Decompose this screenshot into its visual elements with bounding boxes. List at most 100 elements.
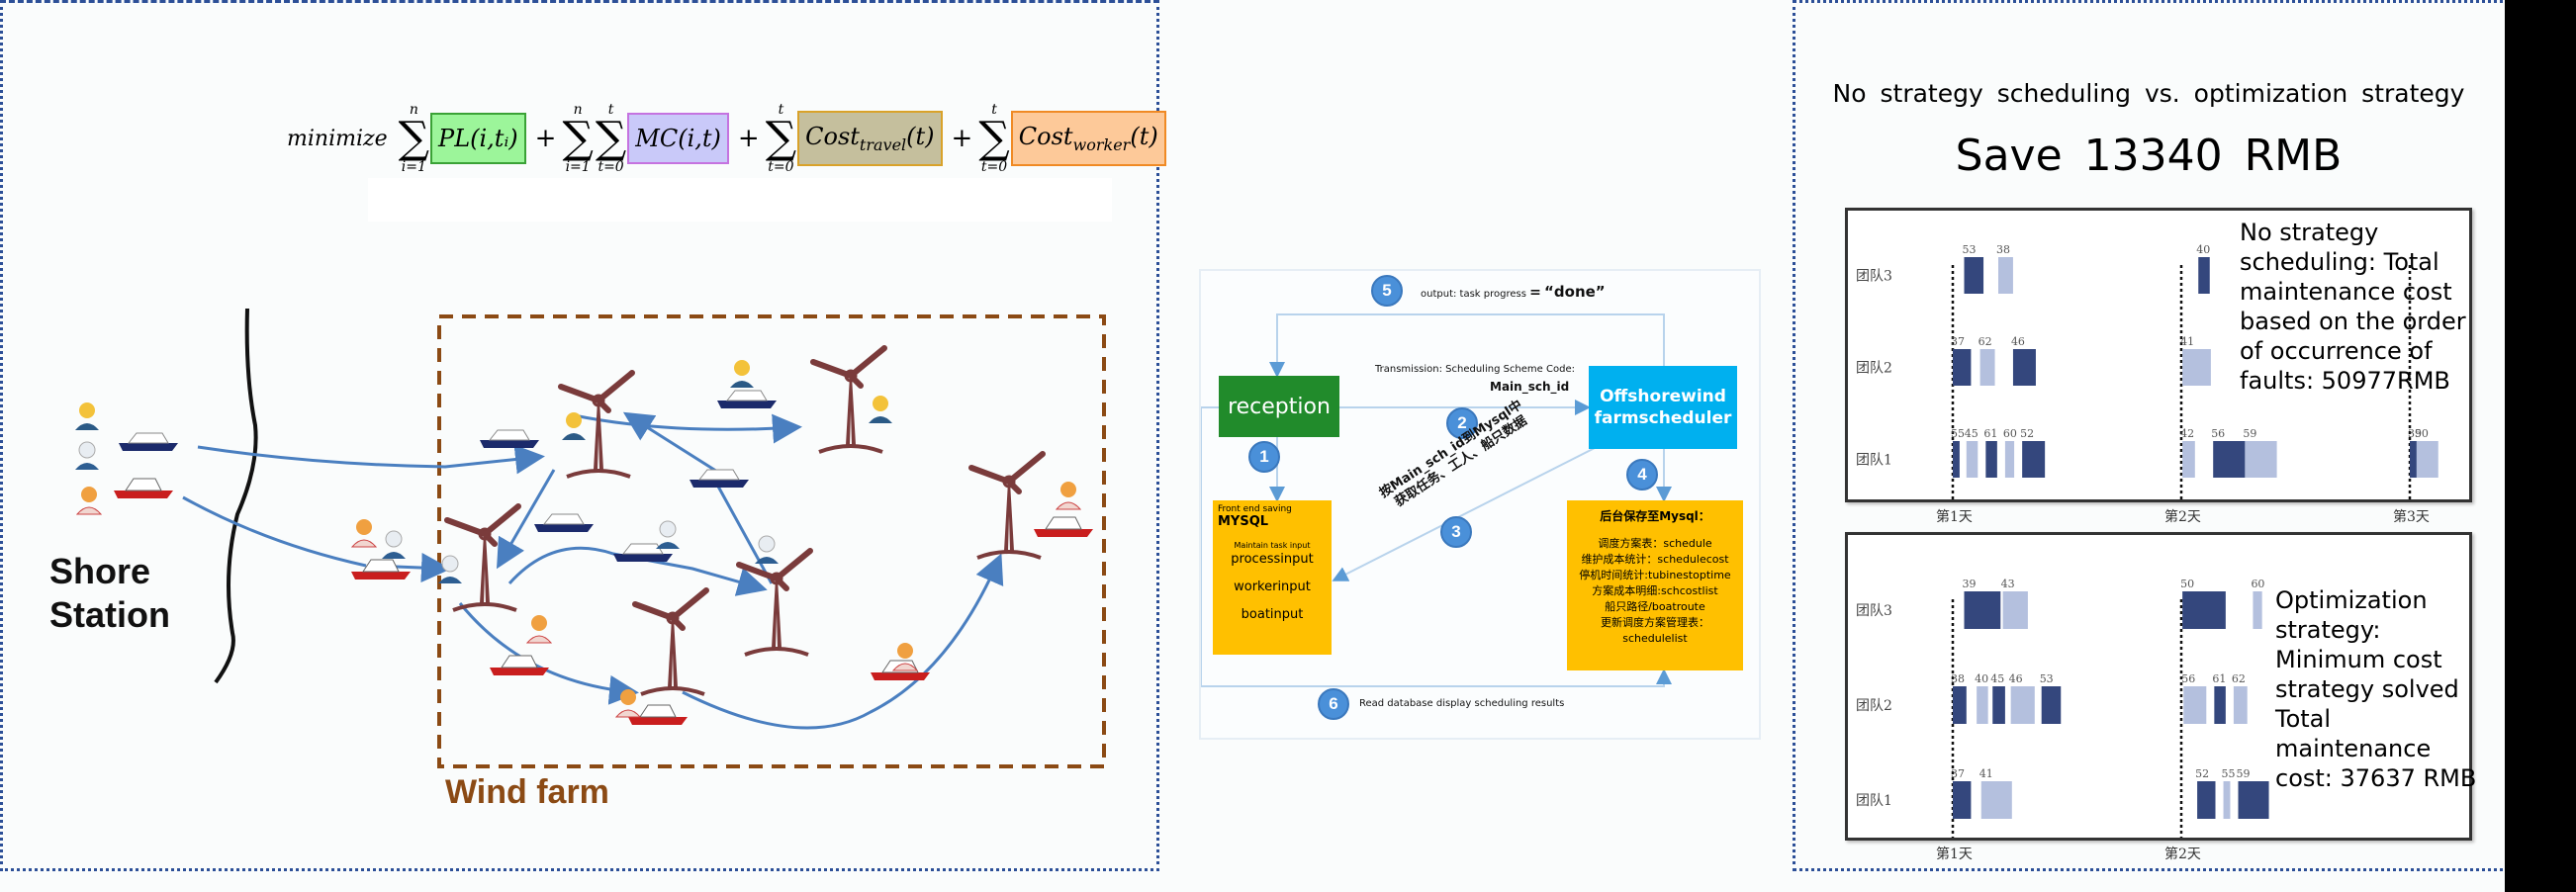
- scheduling-flow-diagram: 5 output: task progress = “done” Transmi…: [1199, 269, 1761, 740]
- formula-minimize: minimize: [287, 126, 388, 151]
- task-bar: [2022, 441, 2046, 478]
- task-label: 60: [2251, 578, 2264, 590]
- task-label: 59: [2243, 427, 2256, 440]
- task-bar: [1964, 257, 1984, 294]
- task-bar: [1998, 257, 2013, 294]
- task-bar: [1985, 441, 1997, 478]
- boat-icon: [1033, 516, 1094, 538]
- turbine-icon: [447, 506, 518, 610]
- task-bar: [2182, 349, 2211, 386]
- read-results-text: Read database display scheduling results: [1359, 698, 1565, 709]
- plus-sign: +: [737, 124, 760, 153]
- plus-sign: +: [534, 124, 557, 153]
- worker-icon: [526, 614, 552, 644]
- task-bar: [1953, 686, 1967, 724]
- task-bar: [1977, 686, 1988, 724]
- route-arrow: [507, 546, 768, 596]
- day-tick-label: 第2天: [2164, 509, 2201, 525]
- route-arrow: [573, 413, 802, 444]
- step-4-badge: 4: [1626, 459, 1658, 491]
- wind-farm-label: Wind farm: [445, 773, 609, 811]
- task-bar: [2233, 686, 2248, 724]
- task-label: 55: [1951, 427, 1965, 440]
- shore-line: [214, 308, 258, 684]
- black-strip: [2505, 0, 2576, 892]
- task-bar: [1964, 591, 2001, 629]
- step-6-badge: 6: [1318, 688, 1349, 720]
- worker-icon: [1056, 481, 1081, 510]
- task-bar: [1992, 686, 2005, 724]
- task-bar: [2245, 441, 2277, 478]
- task-label: 38: [1951, 672, 1965, 685]
- task-bar: [1980, 781, 2012, 819]
- task-bar: [2416, 441, 2438, 478]
- wind-farm-boundary: [437, 314, 1106, 768]
- back-mysql-box: 后台保存至Mysql： 调度方案表：schedule 维护成本统计：schedu…: [1567, 500, 1743, 670]
- step-5-badge: 5: [1371, 275, 1403, 307]
- transmission-code: Main_sch_id: [1490, 380, 1570, 394]
- task-label: 42: [2180, 427, 2194, 440]
- task-bar: [1953, 781, 1972, 819]
- plus-sign: +: [951, 124, 973, 153]
- turbine-icon: [739, 551, 810, 655]
- route-arrow: [682, 553, 1004, 730]
- comparison-title: No strategy scheduling vs. optimization …: [1832, 79, 2465, 108]
- task-bar: [2223, 781, 2231, 819]
- worker-icon: [76, 486, 102, 515]
- task-bar: [2182, 591, 2226, 629]
- task-label: 37: [1951, 767, 1965, 780]
- boat-icon: [716, 390, 778, 409]
- worker-icon: [381, 530, 407, 560]
- worker-icon: [75, 402, 99, 430]
- team-label: 团队3: [1856, 603, 1892, 619]
- task-label: 61: [1983, 427, 1997, 440]
- task-label: 62: [1978, 335, 1992, 348]
- task-bar: [2183, 686, 2207, 724]
- flow-connectors: [1201, 313, 1672, 687]
- shore-station-label: Shore Station: [49, 551, 170, 635]
- task-bar: [1979, 349, 1995, 386]
- task-label: 61: [2212, 672, 2226, 685]
- task-bar: [2213, 441, 2246, 478]
- boat-icon: [118, 432, 179, 452]
- task-bar: [1953, 441, 1960, 478]
- task-label: 52: [2020, 427, 2034, 440]
- task-label: 43: [2001, 578, 2015, 590]
- day-tick-label: 第3天: [2393, 509, 2430, 525]
- worker-icon: [730, 360, 754, 388]
- task-bar: [1953, 349, 1972, 386]
- task-label: 56: [2181, 672, 2195, 685]
- boat-icon: [479, 429, 540, 449]
- task-label: 41: [2180, 335, 2194, 348]
- boat-icon: [689, 469, 750, 489]
- task-bar: [2002, 591, 2028, 629]
- worker-icon: [892, 642, 918, 671]
- sum-symbol: t∑t=0: [765, 102, 797, 175]
- task-label: 39: [1963, 578, 1977, 590]
- task-label: 53: [1963, 243, 1977, 256]
- formula-background: [368, 178, 1112, 222]
- task-bar: [2410, 441, 2417, 478]
- left-panel: [0, 0, 1159, 871]
- sum-symbol: n∑i=1: [562, 102, 594, 175]
- team-label: 团队1: [1856, 793, 1892, 809]
- wind-farm-map: [74, 308, 1106, 768]
- step-1-badge: 1: [1248, 441, 1280, 473]
- boat-icon: [533, 513, 595, 533]
- boat-icon: [113, 478, 174, 499]
- formula-term-cost-worker: Costworker(t): [1010, 111, 1166, 166]
- task-label: 50: [2415, 427, 2429, 440]
- task-label: 38: [1996, 243, 2010, 256]
- turbine-icon: [635, 590, 706, 694]
- team-label: 团队3: [1856, 269, 1892, 285]
- sum-symbol: t∑t=0: [978, 102, 1010, 175]
- sum-symbol: n∑i=1: [398, 102, 430, 175]
- task-bar: [2253, 591, 2262, 629]
- team-label: 团队1: [1856, 453, 1892, 469]
- task-label: 50: [2180, 578, 2194, 590]
- task-label: 40: [2196, 243, 2210, 256]
- front-mysql-box: Front end saving MYSQL Maintain task inp…: [1213, 500, 1332, 655]
